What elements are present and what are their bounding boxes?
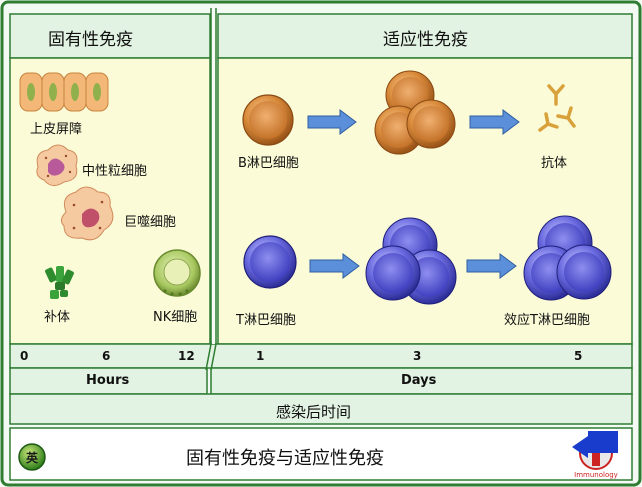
arrow-t-differentiation [466,253,517,279]
t-lymphocyte-label: T淋巴细胞 [236,313,296,328]
innate-title: 固有性免疫 [48,30,133,50]
english-toggle-button[interactable]: 英 [18,443,46,471]
effector-t-lymphocyte-label: 效应T淋巴细胞 [504,313,590,328]
tick-days-1: 1 [256,349,265,363]
footer-title: 固有性免疫与适应性免疫 [186,448,384,469]
time-after-infection-label: 感染后时间 [276,403,352,421]
t-lymphocyte-icon [243,235,297,289]
antibody-icon [538,84,576,132]
adaptive-title: 适应性免疫 [383,30,468,50]
innate-header-band [9,13,211,59]
days-band [210,367,633,395]
footer-band [9,427,633,481]
neutrophil-label: 中性粒细胞 [82,164,148,179]
b-lymphocyte-icon [242,94,294,146]
axis-title-band [9,393,633,425]
adaptive-header-band [217,13,633,59]
immunology-logo-text: Immunology [574,471,618,479]
t-cell-clone-icon [365,217,457,305]
days-unit-label: Days [401,373,437,388]
hours-unit-label: Hours [86,373,130,388]
tick-hours-6: 6 [102,349,111,363]
effector-t-cell-clone-icon [523,215,612,301]
arrow-t-proliferation [309,253,360,279]
nk-cell-icon [153,249,201,297]
immunology-logo[interactable]: Immunology [572,431,618,479]
axis-break [205,8,217,371]
tick-days-3: 3 [413,349,422,363]
axis-break-gap [212,8,215,344]
epithelial-barrier-icon [19,72,109,112]
neutrophil-icon [36,144,78,186]
epithelial-barrier-label: 上皮屏障 [30,122,83,137]
macrophage-icon [60,186,114,241]
arrow-b-proliferation [307,109,357,135]
english-badge-text: 英 [26,450,39,465]
b-cell-clone-icon [374,70,456,155]
tick-hours-12: 12 [178,349,195,363]
nk-cell-label: NK细胞 [153,310,198,325]
complement-label: 补体 [44,310,71,325]
complement-icon [45,266,74,299]
arrow-b-differentiation [469,109,520,135]
tick-hours-0: 0 [20,349,29,363]
antibody-label: 抗体 [541,156,568,171]
tick-days-5: 5 [574,349,583,363]
b-lymphocyte-label: B淋巴细胞 [238,156,299,171]
macrophage-label: 巨噬细胞 [124,215,177,230]
